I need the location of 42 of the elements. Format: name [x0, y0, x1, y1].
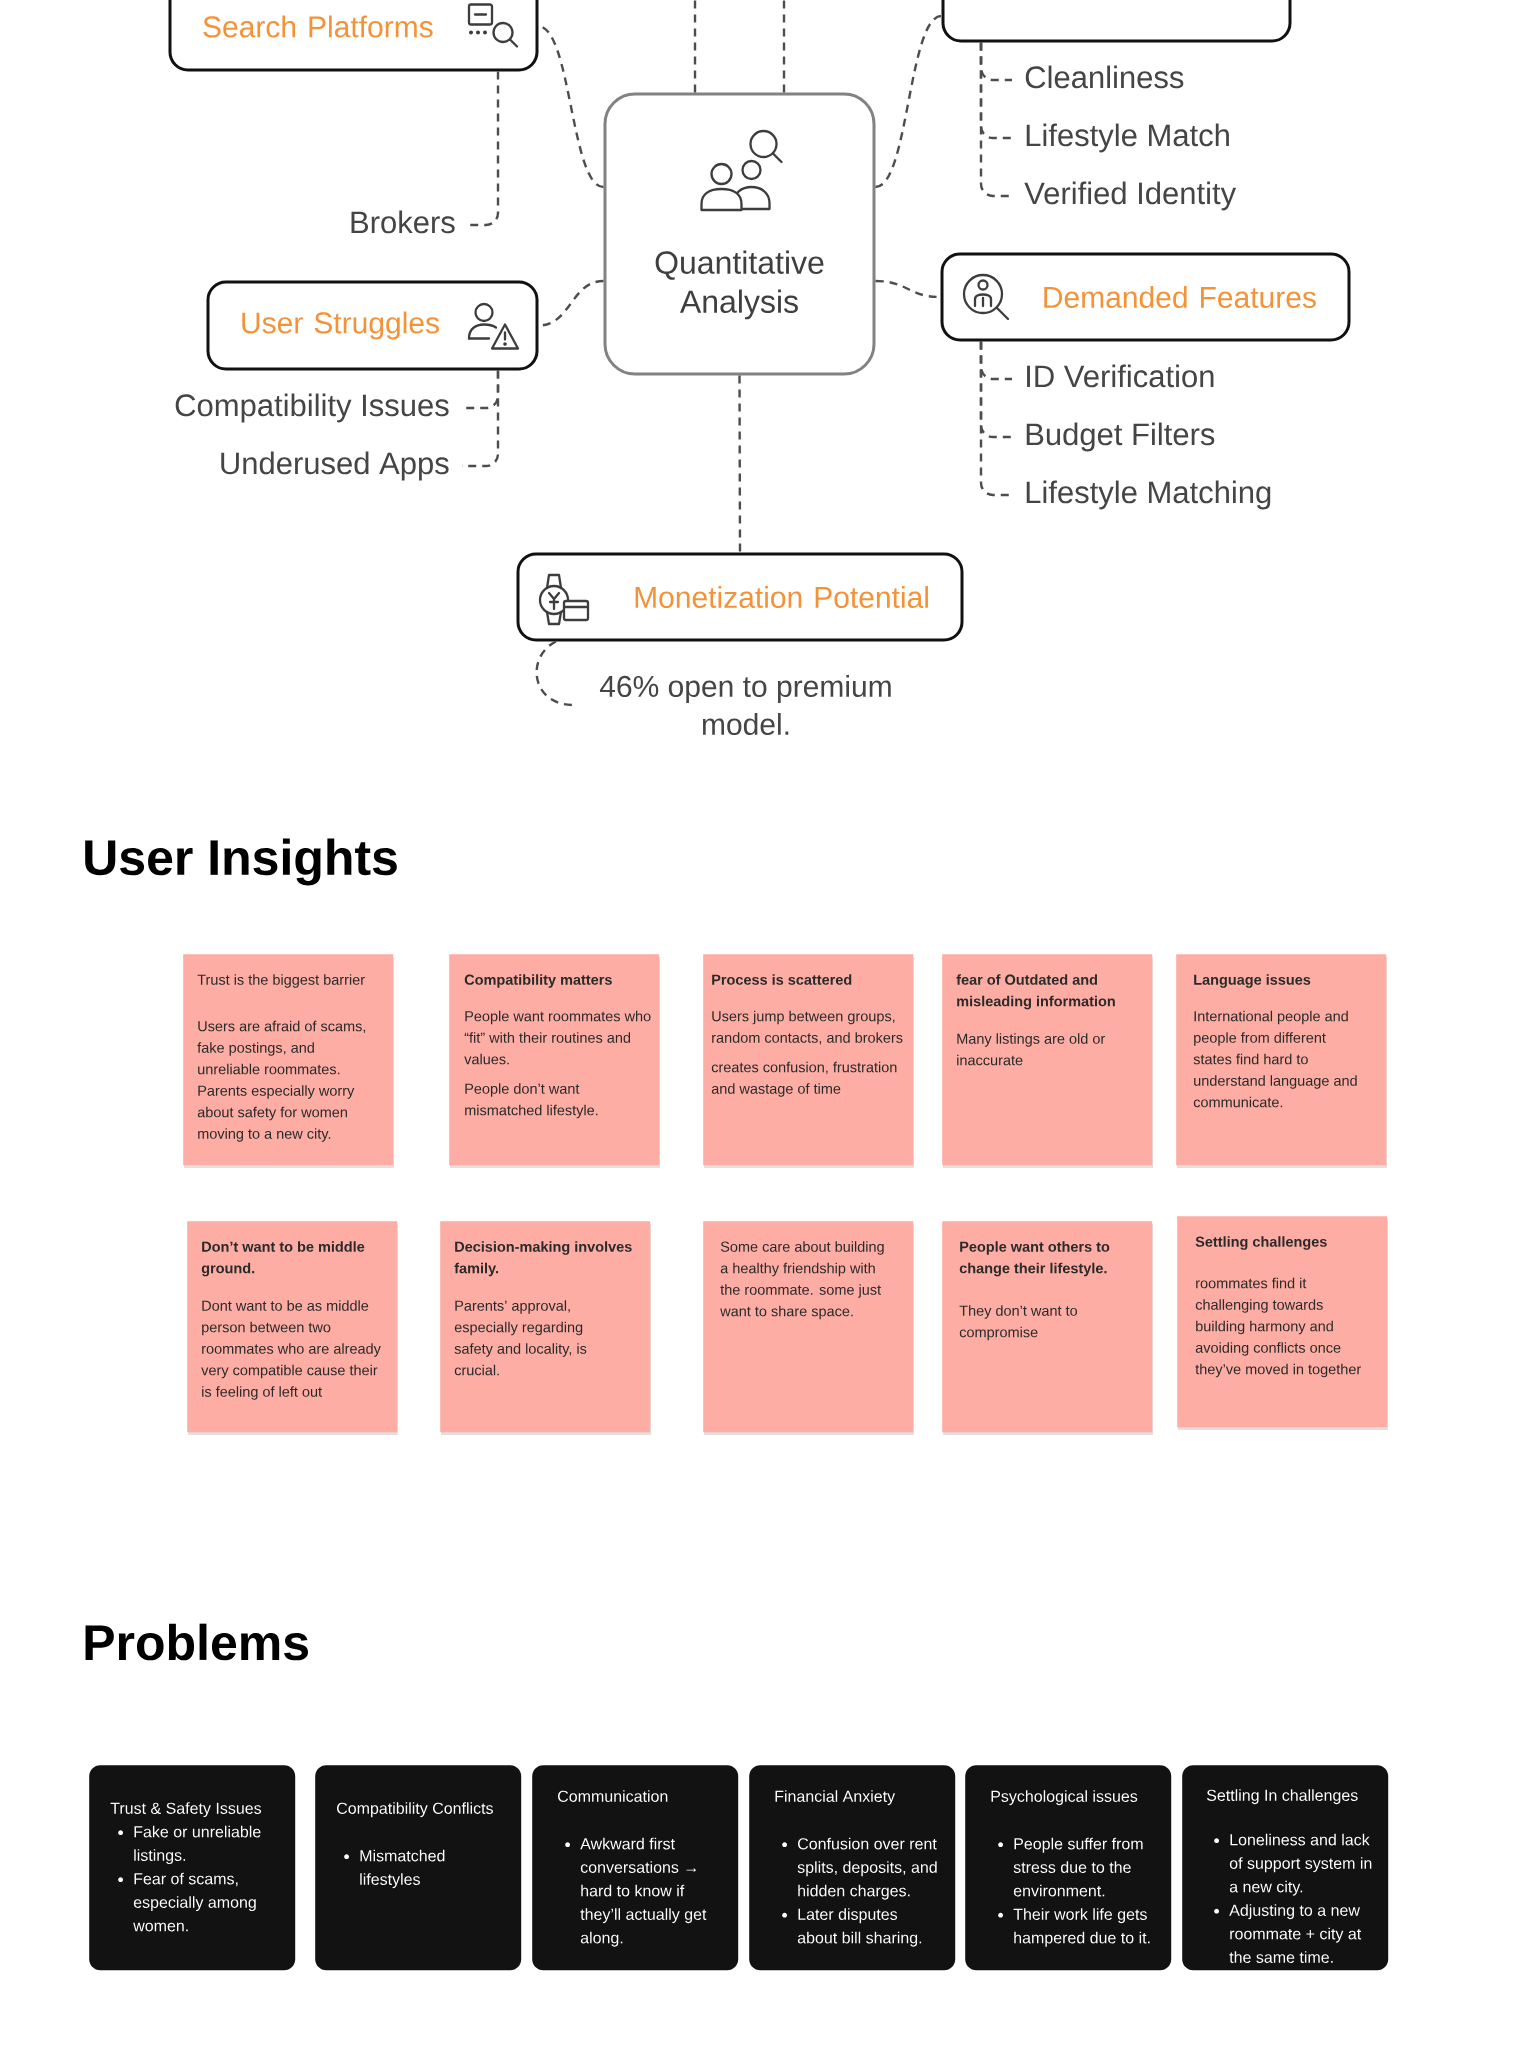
- branch-label: Underused Apps: [221, 451, 449, 481]
- connector: [979, 42, 1012, 198]
- sticky-note: Some care about building a healthy friendship with the roommate. some just want to share space.: [703, 1221, 914, 1435]
- branch-label: Compatibility Issues: [175, 393, 449, 423]
- topic-box: User Struggles: [206, 280, 539, 371]
- branch-label: Budget Filters: [1026, 422, 1215, 452]
- center-box: Quantitative Analysis: [603, 92, 876, 376]
- topic-box: Monetization Potential: [516, 552, 964, 642]
- connector: [875, 14, 942, 189]
- sticky-note: Trust is the biggest barrier Users are afraid of scams, fake postings, and unreliable roommates. Parents especially worry about safety for women moving to a new city.: [183, 954, 394, 1168]
- problem-card: Psychological issues People suffer from stress due to the environment. Their work life gets hampered due to it.: [965, 1765, 1172, 1971]
- branch-label: ID Verification: [1027, 364, 1214, 388]
- connector: [468, 71, 500, 227]
- branch-label: Cleanliness: [1025, 65, 1184, 89]
- problem-card: Compatibility Conflicts Mismatched lifestyles: [315, 1765, 522, 1971]
- section-heading: User Insights: [85, 838, 397, 886]
- branch-label: Lifestyle Match: [1026, 123, 1229, 153]
- topic-box: Demanded Features: [940, 252, 1351, 342]
- connector: [782, 0, 786, 93]
- sticky-note: Compatibility matters People want roommates who “fit” with their routines and values. People don’t want mismatched lifestyle.: [449, 954, 660, 1168]
- sticky-note: Decision-making involves family. Parents’ approval, especially regarding safety and locality, is crucial.: [440, 1221, 651, 1435]
- sticky-note: Don’t want to be middle ground. Dont want to be as middle person between two roommates who are already very compatible cause their is feeling of left out: [187, 1221, 398, 1435]
- connector: [979, 341, 1012, 497]
- sticky-note: Settling challenges roommates find it challenging towards building harmony and avoiding conflicts once they’ve moved in together: [1177, 1216, 1388, 1430]
- problem-card: Financial Anxiety Confusion over rent splits, deposits, and hidden charges. Later disputes about bill sharing.: [749, 1765, 956, 1971]
- topic-box: [941, 0, 1292, 43]
- sticky-note: Language issues International people and people from different states find hard to understand language and communicate.: [1176, 954, 1387, 1168]
- branch-label: 46% open to premium model.: [599, 675, 891, 736]
- connector: [693, 0, 697, 93]
- sticky-note: Process is scattered Users jump between groups, random contacts, and brokers creates confusion, frustration and wastage of time: [703, 954, 914, 1168]
- connector: [738, 375, 742, 553]
- branch-label: Brokers: [351, 210, 455, 234]
- sticky-note: People want others to change their lifestyle. They don’t want to compromise: [942, 1221, 1153, 1435]
- problem-card: Trust & Safety Issues Fake or unreliable listings. Fear of scams, especially among women.: [89, 1765, 296, 1971]
- section-heading: Problems: [85, 1623, 308, 1661]
- problem-card: Communication Awkward first conversations → hard to know if they’ll actually get along.: [532, 1765, 739, 1971]
- branch-label: Lifestyle Matching: [1026, 480, 1271, 510]
- topic-box: Search Platforms: [168, 0, 539, 72]
- problem-card: Settling In challenges Loneliness and lack of support system in a new city. Adjusting to a new roommate + city at the same time.: [1182, 1765, 1389, 1971]
- sticky-note: fear of Outdated and misleading information Many listings are old or inaccurate: [942, 954, 1153, 1168]
- branch-label: Verified Identity: [1024, 181, 1237, 211]
- connector: [535, 640, 574, 707]
